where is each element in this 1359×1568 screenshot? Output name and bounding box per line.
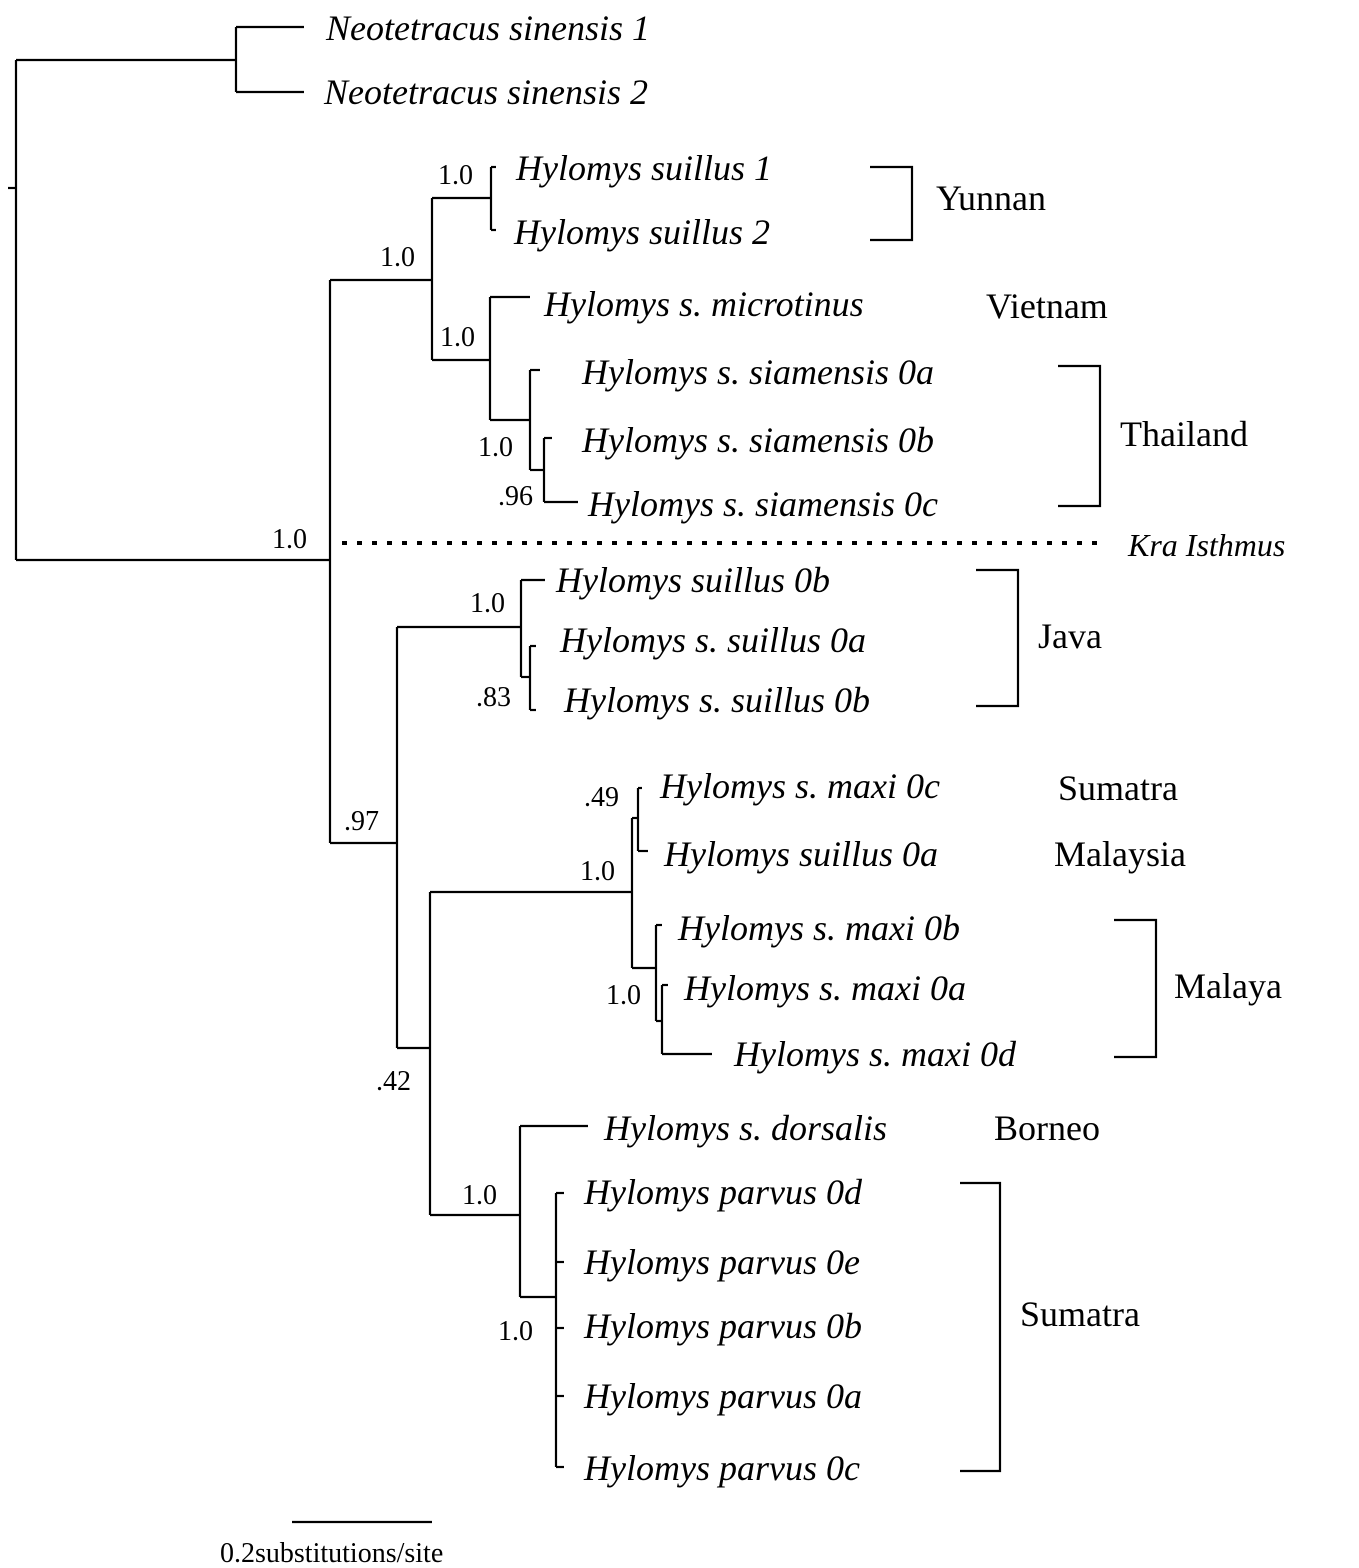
support-value: .83 [476, 682, 511, 713]
taxon-label: Hylomys s. microtinus [543, 284, 864, 324]
region-brackets [870, 165, 1158, 1473]
taxon-label: Hylomys parvus 0b [583, 1306, 862, 1346]
taxon-label: Hylomys s. siamensis 0c [587, 484, 938, 524]
support-value: 1.0 [606, 980, 641, 1011]
taxon-label: Hylomys s. dorsalis [603, 1108, 887, 1148]
region-label-sumatra: Sumatra [1058, 768, 1178, 808]
taxon-label: Hylomys parvus 0e [583, 1242, 860, 1282]
region-label-thailand: Thailand [1120, 414, 1248, 454]
support-value: 1.0 [440, 322, 475, 353]
taxon-label: Hylomys parvus 0a [583, 1376, 862, 1416]
taxon-label: Hylomys s. maxi 0c [659, 766, 940, 806]
taxon-label: Hylomys s. siamensis 0a [581, 352, 934, 392]
region-label-sumatra: Sumatra [1020, 1294, 1140, 1334]
bracket-malaya [1114, 918, 1158, 1059]
support-value: 1.0 [478, 432, 513, 463]
support-value: 1.0 [498, 1316, 533, 1347]
bracket-yunnan [870, 165, 914, 242]
bracket-java [976, 568, 1020, 708]
taxon-label: Hylomys s. maxi 0d [733, 1034, 1017, 1074]
support-value: .96 [498, 481, 533, 512]
region-label-borneo: Borneo [994, 1108, 1100, 1148]
tree-branches [8, 25, 712, 1469]
support-value: 1.0 [272, 524, 307, 555]
taxon-label: Hylomys s. siamensis 0b [581, 420, 934, 460]
region-label-malaysia: Malaysia [1054, 834, 1186, 874]
taxon-label: Hylomys suillus 2 [513, 212, 770, 252]
region-label-malaya: Malaya [1174, 966, 1282, 1006]
scale-bar-label: 0.2substitutions/site [220, 1538, 443, 1568]
support-value: 1.0 [470, 588, 505, 619]
taxon-label: Hylomys suillus 1 [515, 148, 772, 188]
support-value: 1.0 [438, 160, 473, 191]
taxon-label: Hylomys s. suillus 0a [559, 620, 866, 660]
support-value: .42 [376, 1066, 411, 1097]
taxon-label: Neotetracus sinensis 2 [323, 72, 648, 112]
support-value: 1.0 [462, 1180, 497, 1211]
taxon-label: Hylomys s. maxi 0b [677, 908, 960, 948]
support-value: 1.0 [380, 242, 415, 273]
region-label-yunnan: Yunnan [936, 178, 1046, 218]
region-label-java: Java [1038, 616, 1102, 656]
support-value: .97 [344, 806, 379, 837]
taxon-label: Hylomys s. suillus 0b [563, 680, 870, 720]
taxon-label: Hylomys s. maxi 0a [683, 968, 966, 1008]
support-values: 1.0 1.0 1.0 1.0 .96 1.0 1.0 .83 .97 .49 … [272, 160, 641, 1347]
kra-isthmus-label: Kra Isthmus [1127, 527, 1285, 563]
region-labels: Yunnan Vietnam Thailand Java Sumatra Mal… [936, 178, 1282, 1334]
taxon-label: Hylomys suillus 0b [555, 560, 830, 600]
taxon-labels: Neotetracus sinensis 1 Neotetracus sinen… [323, 8, 1017, 1488]
support-value: 1.0 [580, 856, 615, 887]
support-value: .49 [584, 782, 619, 813]
bracket-thailand [1058, 364, 1102, 508]
bracket-sumatra-parvus [960, 1181, 1002, 1473]
region-label-vietnam: Vietnam [986, 286, 1108, 326]
taxon-label: Hylomys parvus 0d [583, 1172, 863, 1212]
taxon-label: Neotetracus sinensis 1 [325, 8, 650, 48]
taxon-label: Hylomys suillus 0a [663, 834, 938, 874]
taxon-label: Hylomys parvus 0c [583, 1448, 860, 1488]
